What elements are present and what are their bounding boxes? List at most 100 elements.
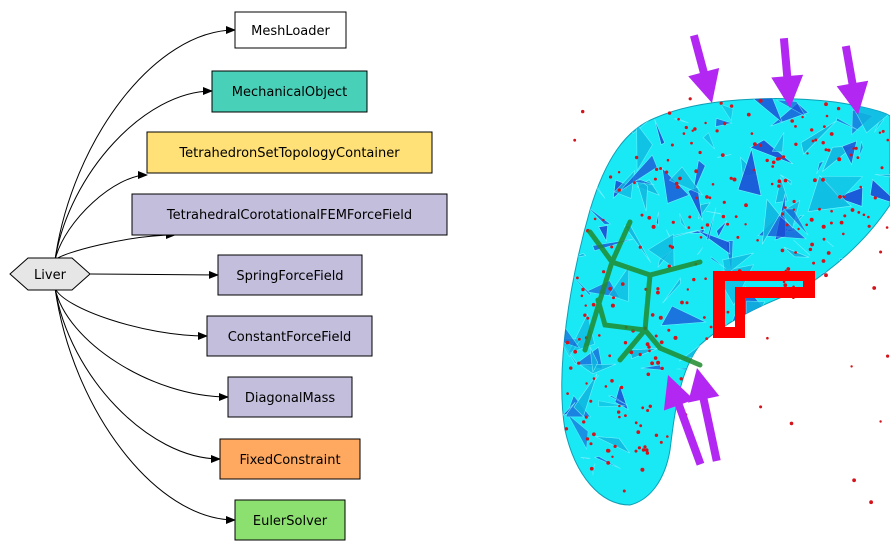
mesh-point: [610, 303, 615, 308]
mesh-point: [619, 385, 624, 390]
mesh-triangle: [608, 265, 630, 302]
node-meshloader[interactable]: MeshLoader: [234, 11, 347, 49]
node-diagonalmass[interactable]: DiagonalMass: [227, 376, 353, 418]
mesh-point: [781, 155, 786, 159]
graph-edge: [54, 287, 221, 463]
mesh-point: [655, 167, 659, 171]
mesh-point: [821, 259, 826, 263]
mesh-point: [720, 153, 725, 158]
graph-edge: [54, 171, 148, 261]
mesh-point: [854, 146, 858, 150]
graph-edge: [89, 270, 219, 279]
mesh-point: [610, 379, 614, 383]
mesh-triangle: [835, 186, 864, 207]
graph-edge: [54, 26, 236, 261]
mesh-point: [719, 101, 723, 105]
mesh-point: [756, 239, 759, 242]
mesh-triangle: [833, 428, 837, 442]
mesh-triangle: [814, 494, 837, 505]
mesh-point: [759, 143, 763, 147]
mesh-point: [573, 349, 578, 354]
mesh-triangle: [666, 229, 670, 237]
mesh-point: [602, 270, 606, 274]
mesh-point: [617, 171, 621, 174]
mesh-triangle: [828, 284, 841, 295]
mesh-triangle: [710, 256, 727, 269]
node-eulersolver[interactable]: EulerSolver: [234, 499, 346, 541]
node-box: [217, 254, 363, 296]
mesh-point: [812, 261, 816, 265]
mesh-point: [648, 349, 651, 353]
mesh-point: [886, 138, 890, 142]
mesh-triangle: [859, 356, 870, 406]
mesh-point: [646, 372, 651, 377]
mesh-point: [680, 300, 684, 305]
node-label: TetrahedronSetTopologyContainer: [178, 146, 400, 161]
mesh-point: [634, 449, 638, 453]
node-springforcefield[interactable]: SpringForceField: [217, 254, 363, 296]
mesh-point: [667, 264, 671, 268]
mesh-triangle: [668, 166, 704, 196]
mesh-point: [608, 354, 612, 358]
force-arrow: [663, 375, 705, 466]
mesh-point: [659, 340, 664, 345]
mesh-point: [592, 432, 596, 437]
mesh-triangle: [813, 450, 832, 466]
mesh-triangle: [819, 175, 864, 200]
mesh-triangle: [647, 233, 675, 269]
node-constantforcefield[interactable]: ConstantForceField: [206, 315, 373, 357]
mesh-triangle: [758, 319, 785, 336]
mesh-point: [687, 226, 691, 229]
mesh-point: [589, 442, 593, 446]
mesh-point: [829, 132, 834, 136]
mesh-point: [598, 334, 601, 337]
node-label: DiagonalMass: [245, 391, 336, 406]
mesh-triangle: [869, 178, 890, 206]
mesh-triangle: [716, 220, 728, 238]
mesh-triangle: [568, 108, 583, 121]
mesh-point: [771, 165, 775, 168]
mesh-point: [824, 102, 828, 107]
mesh-triangle: [827, 343, 839, 358]
mesh-point: [813, 178, 817, 183]
mesh-point: [656, 287, 660, 291]
mesh-triangle: [603, 121, 609, 134]
mesh-point: [801, 115, 804, 119]
mesh-triangle: [767, 338, 779, 359]
mesh-point: [647, 345, 651, 349]
mesh-point: [637, 446, 642, 450]
mesh-point: [582, 420, 586, 424]
force-arrows: [663, 34, 869, 466]
mesh-point: [667, 328, 671, 332]
node-box: [234, 11, 347, 49]
mesh-triangle: [819, 270, 835, 284]
mesh-triangle: [722, 367, 758, 388]
mesh-triangle: [784, 457, 800, 480]
mesh-point: [578, 337, 581, 341]
mesh-point: [576, 276, 579, 280]
mesh-point: [684, 125, 688, 130]
mesh-point: [633, 181, 636, 185]
mesh-point: [679, 377, 683, 381]
node-fixedconstraint[interactable]: FixedConstraint: [219, 438, 361, 480]
mesh-triangle: [679, 490, 700, 505]
mesh-triangle: [858, 389, 889, 417]
mesh-point: [667, 111, 672, 115]
mesh-point: [592, 377, 596, 380]
graph-edge: [54, 231, 176, 261]
mesh-point: [639, 424, 643, 428]
mesh-triangle: [698, 470, 716, 494]
mesh-triangle: [791, 455, 800, 470]
liver-root-node[interactable]: Liver: [9, 257, 91, 291]
mesh-point: [794, 251, 797, 254]
node-tetrahedralcorotationalfemforcefield[interactable]: TetrahedralCorotationalFEMForceField: [131, 193, 448, 236]
mesh-triangle: [795, 303, 818, 344]
mesh-point: [766, 336, 769, 340]
node-label: FixedConstraint: [239, 453, 340, 468]
mesh-point: [842, 232, 845, 236]
mesh-point: [585, 382, 588, 385]
node-tetrahedronsettopologycontainer[interactable]: TetrahedronSetTopologyContainer: [146, 131, 433, 174]
mesh-triangle: [870, 253, 890, 286]
node-mechanicalobject[interactable]: MechanicalObject: [211, 70, 368, 113]
